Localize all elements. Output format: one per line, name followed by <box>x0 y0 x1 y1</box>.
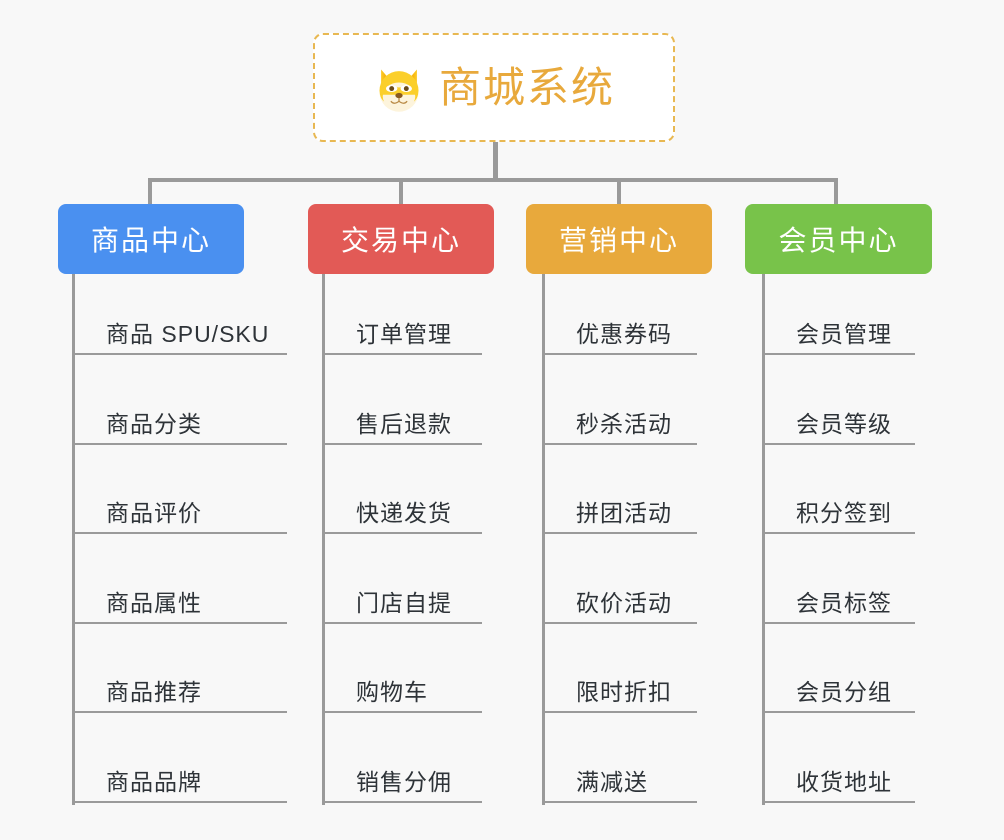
leaf-item-rule <box>542 800 697 803</box>
column-trunk-trade-center <box>322 274 325 805</box>
leaf-item-rule <box>72 532 287 534</box>
leaf-item-label: 商品品牌 <box>106 768 202 795</box>
leaf-item-rule <box>542 711 697 713</box>
leaf-item-rule <box>542 353 697 355</box>
leaf-item-rule <box>322 353 482 355</box>
leaf-item-rule <box>762 711 915 713</box>
column-trunk-marketing-center <box>542 274 545 805</box>
leaf-item-rule <box>322 800 482 803</box>
leaf-item-rule <box>762 621 915 624</box>
leaf-item-rule <box>762 800 915 803</box>
column-trunk-product-center <box>72 274 75 805</box>
leaf-item-label: 商品属性 <box>106 589 202 616</box>
leaf-item-rule <box>72 621 287 624</box>
leaf-item-label: 会员管理 <box>796 321 892 347</box>
category-header-label: 营销中心 <box>558 225 679 256</box>
connector-bus <box>148 178 838 182</box>
leaf-item-label: 销售分佣 <box>356 768 452 795</box>
category-header-marketing-center[interactable]: 营销中心 <box>526 204 712 274</box>
leaf-item-label: 商品评价 <box>106 500 202 526</box>
leaf-item-label: 秒杀活动 <box>576 410 672 437</box>
leaf-item-rule <box>542 442 697 445</box>
leaf-item-label: 售后退款 <box>356 410 452 437</box>
root-node[interactable]: 商城系统 <box>313 33 675 142</box>
leaf-item-label: 收货地址 <box>796 768 892 795</box>
connector-drop-1 <box>148 178 152 206</box>
leaf-item-label: 满减送 <box>576 768 648 795</box>
leaf-item-label: 订单管理 <box>356 321 452 347</box>
leaf-item-rule <box>322 442 482 445</box>
leaf-item-label: 砍价活动 <box>576 589 672 616</box>
leaf-item-rule <box>72 711 287 713</box>
leaf-item-label: 快递发货 <box>356 500 452 526</box>
leaf-item-label: 购物车 <box>356 679 428 705</box>
connector-drop-3 <box>617 178 621 206</box>
leaf-item-label: 积分签到 <box>796 500 892 526</box>
dog-face-icon <box>373 63 425 115</box>
leaf-item-label: 会员分组 <box>796 679 892 705</box>
leaf-item-rule <box>72 353 287 355</box>
category-header-label: 商品中心 <box>90 225 211 256</box>
connector-drop-4 <box>834 178 838 206</box>
leaf-item-rule <box>542 532 697 534</box>
leaf-item-label: 会员等级 <box>796 410 892 437</box>
root-title: 商城系统 <box>438 63 615 111</box>
leaf-item-rule <box>762 442 915 445</box>
category-header-label: 交易中心 <box>340 225 461 256</box>
leaf-item-rule <box>72 442 287 445</box>
leaf-item-rule <box>72 800 287 803</box>
category-header-product-center[interactable]: 商品中心 <box>58 204 244 274</box>
leaf-item-rule <box>322 621 482 624</box>
leaf-item-label: 优惠券码 <box>576 321 672 347</box>
leaf-item-rule <box>322 532 482 534</box>
leaf-item-label: 商品分类 <box>106 410 202 437</box>
leaf-item-label: 商品推荐 <box>106 679 202 705</box>
leaf-item-rule <box>542 621 697 624</box>
leaf-item-label: 会员标签 <box>796 589 892 616</box>
leaf-item-label: 限时折扣 <box>576 679 672 705</box>
leaf-item-label: 门店自提 <box>356 589 452 616</box>
leaf-item-rule <box>762 353 915 355</box>
connector-drop-2 <box>399 178 403 206</box>
leaf-item-rule <box>322 711 482 713</box>
leaf-item-rule <box>762 532 915 534</box>
category-header-member-center[interactable]: 会员中心 <box>745 204 932 274</box>
column-trunk-member-center <box>762 274 765 805</box>
leaf-item-label: 拼团活动 <box>576 500 672 526</box>
category-header-trade-center[interactable]: 交易中心 <box>308 204 494 274</box>
category-header-label: 会员中心 <box>778 225 899 256</box>
connector-root-stem <box>493 142 498 180</box>
leaf-item-label: 商品 SPU/SKU <box>106 321 270 347</box>
